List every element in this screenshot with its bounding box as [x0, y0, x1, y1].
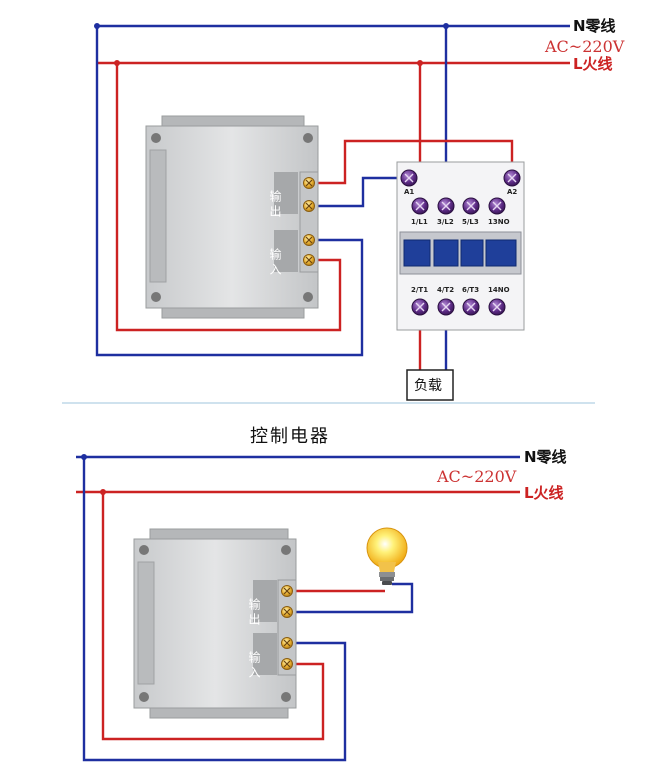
- load-box: 负载: [406, 369, 454, 401]
- coil-terminal-a1: [400, 169, 418, 187]
- screw-terminal-icon: [302, 176, 316, 190]
- bottom-output-label: 输出: [247, 597, 261, 628]
- pin-label: 6/T3: [462, 286, 479, 294]
- top-diagram: N零线 AC~220V L火线 输出 输入: [94, 17, 625, 401]
- top-input-label: 输入: [268, 247, 282, 278]
- top-output-to-a1-wire: [318, 176, 409, 208]
- top-junction-n2: [443, 23, 449, 29]
- bottom-input-live-wire: [101, 492, 325, 741]
- pin-label: A2: [507, 188, 517, 196]
- coil-terminal-14no: [488, 298, 506, 316]
- coil-terminal-13no: [488, 197, 506, 215]
- pin-label: 14NO: [488, 286, 510, 294]
- top-n-label: N零线: [573, 17, 616, 35]
- bottom-junction-l: [100, 489, 106, 495]
- screw-terminal-icon: [280, 584, 294, 598]
- coil-terminal-t3: [462, 298, 480, 316]
- top-ac-label: AC~220V: [544, 37, 625, 56]
- screw-terminal-icon: [302, 199, 316, 213]
- bottom-input-label: 输入: [247, 650, 261, 681]
- top-contactor: A1 1/L1 3/L2 5/L3 13NO A2 2/T1 4/T2 6/T3…: [396, 161, 525, 331]
- bottom-ac-label: AC~220V: [436, 467, 517, 486]
- coil-terminal-t1: [411, 298, 429, 316]
- coil-terminal-t2: [437, 298, 455, 316]
- bottom-input-neutral-wire: [82, 457, 347, 762]
- pin-label: 5/L3: [462, 218, 479, 226]
- bottom-l-label: L火线: [524, 484, 564, 502]
- top-output-label: 输出: [268, 189, 282, 220]
- top-junction-l: [114, 60, 120, 66]
- screw-terminal-icon: [302, 233, 316, 247]
- bottom-n-label: N零线: [524, 448, 567, 466]
- screw-terminal-icon: [280, 657, 294, 671]
- screw-terminal-icon: [302, 253, 316, 267]
- top-output-to-a2-wire: [318, 139, 514, 185]
- pin-label: 4/T2: [437, 286, 454, 294]
- top-junction-l2: [417, 60, 423, 66]
- screw-terminal-icon: [280, 605, 294, 619]
- pin-label: 13NO: [488, 218, 510, 226]
- pin-label: A1: [404, 188, 414, 196]
- pin-label: 2/T1: [411, 286, 428, 294]
- bottom-diagram: 控制电器 N零线 AC~220V L火线 输出 输入: [76, 426, 567, 762]
- top-input-live-wire: [115, 63, 342, 332]
- load-label: 负载: [414, 378, 442, 394]
- screw-terminal-icon: [280, 636, 294, 650]
- bottom-bulb-return-wire: [296, 582, 414, 614]
- top-l-label: L火线: [573, 55, 613, 73]
- bottom-junction-n: [81, 454, 87, 460]
- coil-terminal-l1: [411, 197, 429, 215]
- coil-terminal-l2: [437, 197, 455, 215]
- top-control-module: 输出 输入: [145, 115, 319, 319]
- coil-terminal-a2: [503, 169, 521, 187]
- bottom-control-module: 输出 输入: [133, 528, 297, 719]
- top-junction-n: [94, 23, 100, 29]
- bulb-icon: [366, 527, 408, 585]
- pin-label: 1/L1: [411, 218, 428, 226]
- top-input-neutral-wire: [95, 26, 364, 357]
- coil-terminal-l3: [462, 197, 480, 215]
- pin-label: 3/L2: [437, 218, 454, 226]
- bottom-title: 控制电器: [250, 426, 330, 447]
